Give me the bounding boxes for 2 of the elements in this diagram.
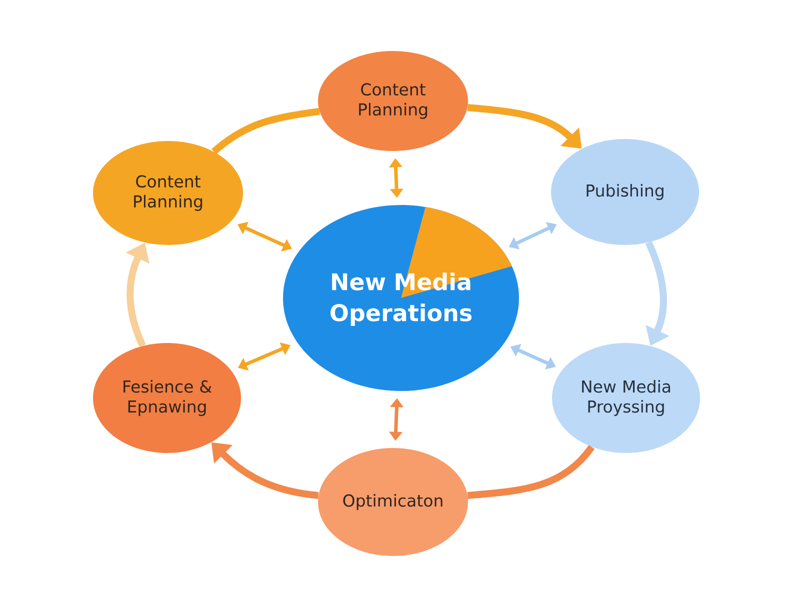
curved-line: [212, 108, 320, 154]
curved-line: [467, 444, 594, 499]
